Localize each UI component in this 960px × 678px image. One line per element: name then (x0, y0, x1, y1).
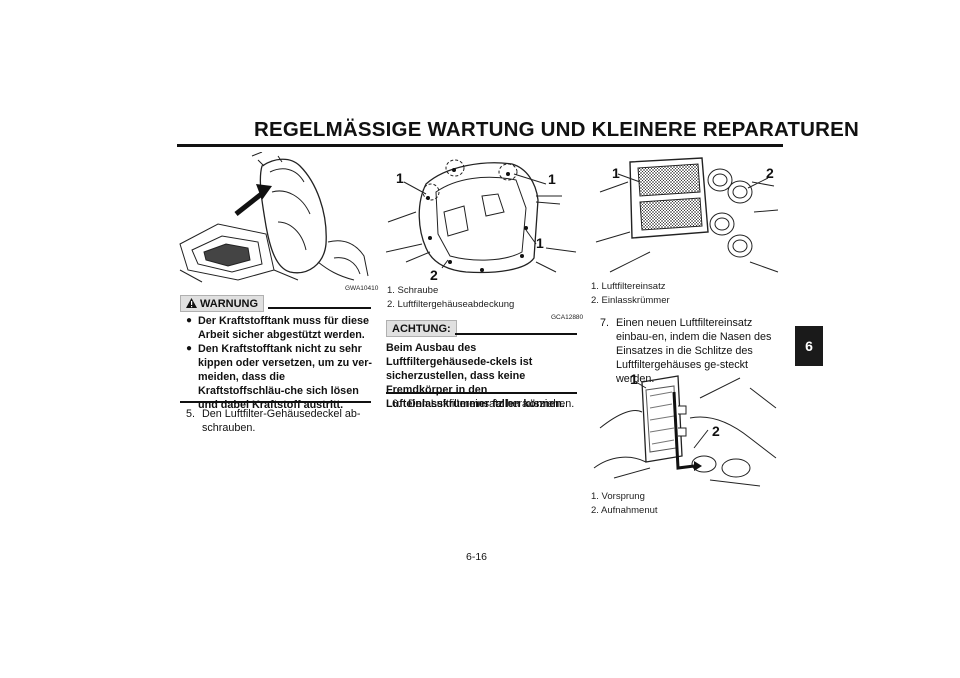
callout-1: 1 (630, 371, 638, 387)
callout-1: 1 (548, 171, 556, 187)
warning-item: ●Den Kraftstofftank nicht zu sehr kippen… (186, 343, 372, 411)
caption-item: 2. Luftfiltergehäuseabdeckung (387, 299, 515, 310)
warning-list: ●Der Kraftstofftank muss für diese Arbei… (186, 314, 372, 412)
chapter-tab: 6 (795, 326, 823, 366)
filter-insertion-illustration: 1 2 (590, 368, 782, 488)
warning-item: ●Der Kraftstofftank muss für diese Arbei… (186, 315, 369, 341)
step-5: 5. Den Luftfilter-Gehäusedeckel ab-schra… (186, 408, 361, 434)
step-7: 7. Einen neuen Luftfiltereinsatz einbau-… (600, 317, 772, 385)
notice-rule (455, 333, 577, 335)
warning-badge: WARNUNG (180, 295, 265, 312)
bullet-icon: ● (186, 343, 193, 354)
warning-rule (268, 307, 371, 309)
step-6: 6. Den Luftfiltereinsatz herausziehen. (392, 398, 575, 410)
filter-element-illustration: 1 2 (590, 152, 782, 278)
caption-item: 1. Luftfiltereinsatz (591, 281, 666, 292)
warning-triangle-icon (186, 298, 197, 308)
warning-label: WARNUNG (180, 295, 265, 312)
air-filter-cover-illustration: 1 1 1 2 (386, 152, 578, 282)
callout-1: 1 (612, 165, 620, 181)
callout-1: 1 (536, 235, 544, 251)
caption-item: 2. Aufnahmenut (591, 505, 658, 516)
chapter-tab-label: 6 (805, 338, 813, 354)
figure-captions: 1. Luftfiltereinsatz 2. Einlasskrümmer (591, 280, 670, 308)
title-rule (177, 144, 783, 147)
figure-captions: 1. Schraube 2. Luftfiltergehäuseabdeckun… (387, 284, 514, 312)
page-title: REGELMÄSSIGE WARTUNG UND KLEINERE REPARA… (254, 118, 860, 141)
notice-end-rule (386, 392, 577, 394)
page-number: 6-16 (466, 551, 488, 563)
callout-2: 2 (712, 423, 720, 439)
callout-1: 1 (396, 170, 404, 186)
figure-code: GWA10410 (345, 285, 379, 292)
caption-item: 2. Einlasskrümmer (591, 295, 670, 306)
warning-end-rule (180, 401, 371, 403)
callout-2: 2 (430, 267, 438, 282)
bullet-icon: ● (186, 315, 193, 326)
notice-badge: ACHTUNG: (386, 320, 457, 337)
figure-captions: 1. Vorsprung 2. Aufnahmenut (591, 490, 658, 518)
caption-item: 1. Vorsprung (591, 491, 645, 502)
notice-label: ACHTUNG: (386, 320, 457, 337)
callout-2: 2 (766, 165, 774, 181)
caption-item: 1. Schraube (387, 285, 439, 296)
fuel-tank-illustration (178, 152, 374, 286)
notice-code: GCA12880 (551, 314, 584, 321)
